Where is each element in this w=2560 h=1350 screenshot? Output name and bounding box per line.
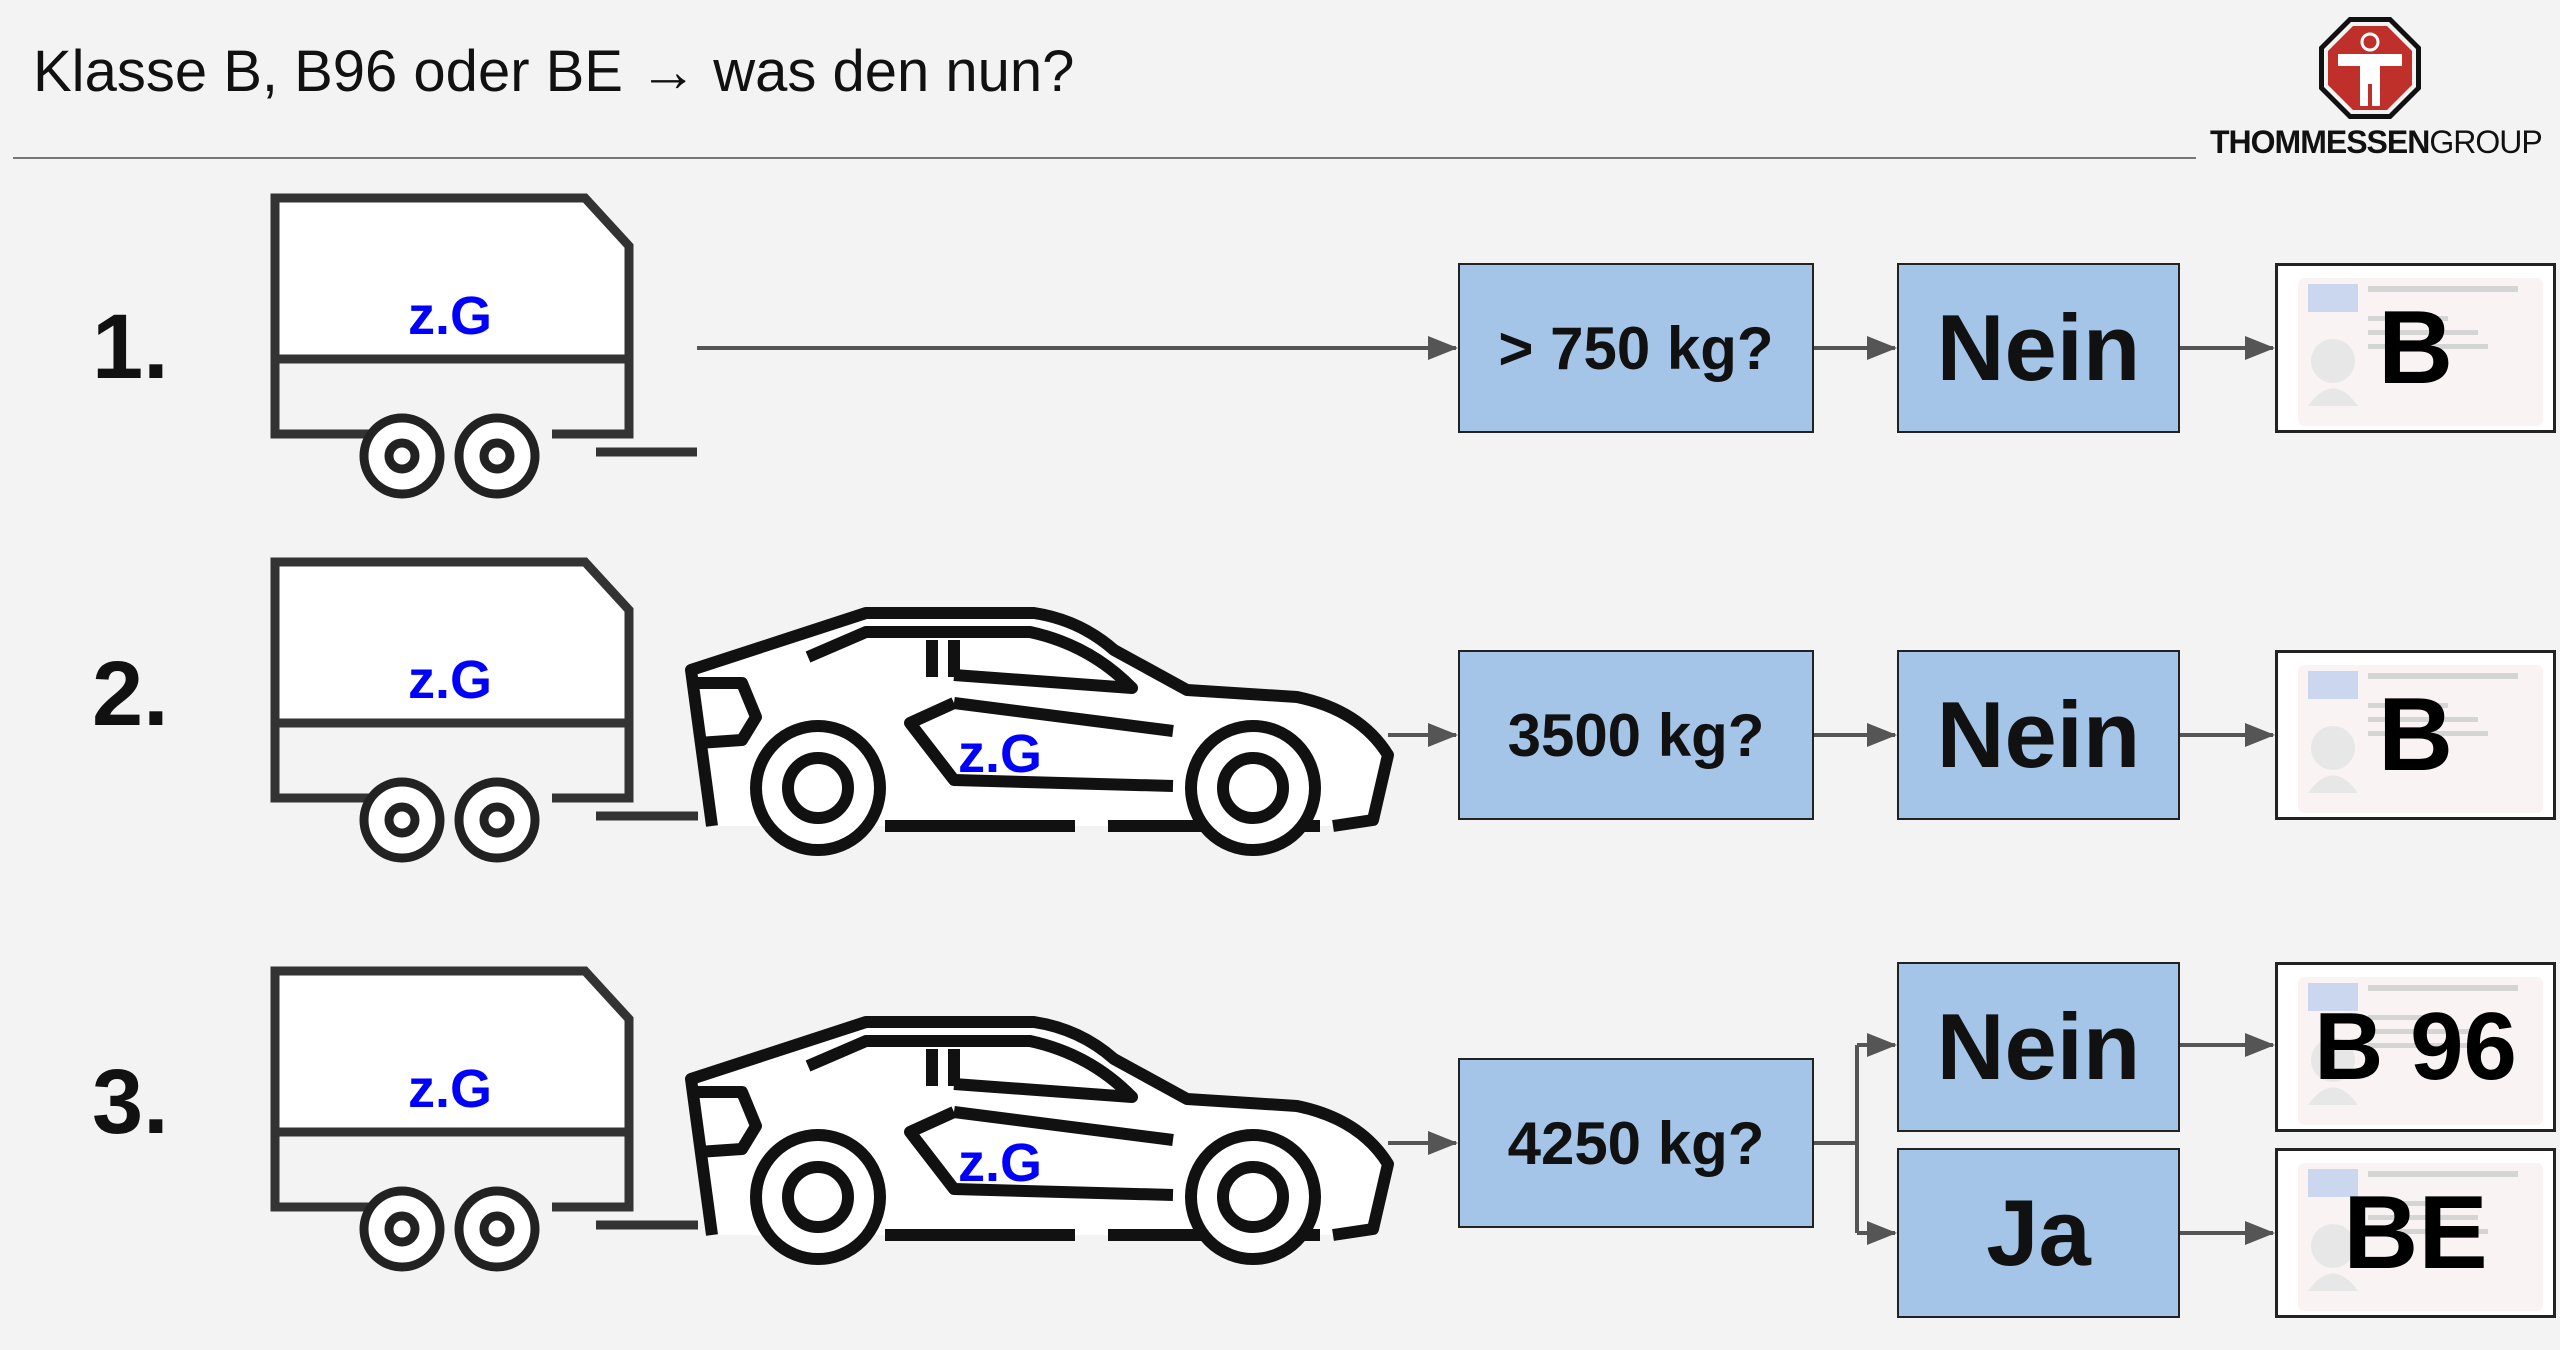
company-logo: THOMMESSENGROUP <box>2210 12 2543 172</box>
driving-license-image-icon <box>2298 278 2543 426</box>
logo-text-light: GROUP <box>2429 124 2542 160</box>
car-icon <box>685 1016 1394 1265</box>
license-card-row2: B <box>2275 650 2556 820</box>
trailer-weight-label: z.G <box>408 1059 492 1119</box>
trailer-weight-label: z.G <box>408 650 492 710</box>
logo-text-bold: THOMMESSEN <box>2210 124 2430 160</box>
question-box-row3: 4250 kg? <box>1458 1058 1814 1228</box>
trailer-weight-label: z.G <box>408 286 492 346</box>
trailer-icon <box>270 557 698 821</box>
row-number-1: 1. <box>92 296 169 398</box>
trailer-icon <box>270 966 698 1230</box>
license-class-label: B 96 <box>2314 993 2517 1100</box>
car-weight-label: z.G <box>958 724 1042 784</box>
car-trailer-illustration-3: z.G z.G <box>270 966 1394 1272</box>
license-class-label: B <box>2377 289 2454 406</box>
license-class-label: B <box>2377 676 2454 793</box>
car-weight-label: z.G <box>958 1133 1042 1193</box>
license-class-label: BE <box>2343 1174 2488 1291</box>
answer-box-row3-nein: Nein <box>1897 962 2180 1132</box>
row-number-2: 2. <box>92 643 169 745</box>
slide-title: Klasse B, B96 oder BE → was den nun? <box>33 39 1075 104</box>
answer-box-row1: Nein <box>1897 263 2180 433</box>
question-box-row2: 3500 kg? <box>1458 650 1814 820</box>
arrow-row3-branch <box>1814 1045 1859 1233</box>
row-number-3: 3. <box>92 1051 169 1153</box>
answer-box-row2: Nein <box>1897 650 2180 820</box>
trailer-wheels-icon <box>359 413 540 499</box>
stop-sign-driver-icon <box>2319 17 2421 119</box>
license-card-row3-be: BE <box>2275 1148 2556 1318</box>
license-card-row3-b96: B 96 <box>2275 962 2556 1132</box>
driving-license-image-icon <box>2298 665 2543 813</box>
car-icon <box>685 607 1394 856</box>
trailer-illustration-1: z.G <box>270 193 697 499</box>
title-divider <box>13 157 2196 159</box>
driving-license-image-icon <box>2298 1163 2543 1311</box>
answer-box-row3-ja: Ja <box>1897 1148 2180 1318</box>
license-card-row1: B <box>2275 263 2556 433</box>
car-trailer-illustration-2: z.G z.G <box>270 557 1394 863</box>
question-box-row1: > 750 kg? <box>1458 263 1814 433</box>
driving-license-image-icon <box>2298 977 2543 1125</box>
